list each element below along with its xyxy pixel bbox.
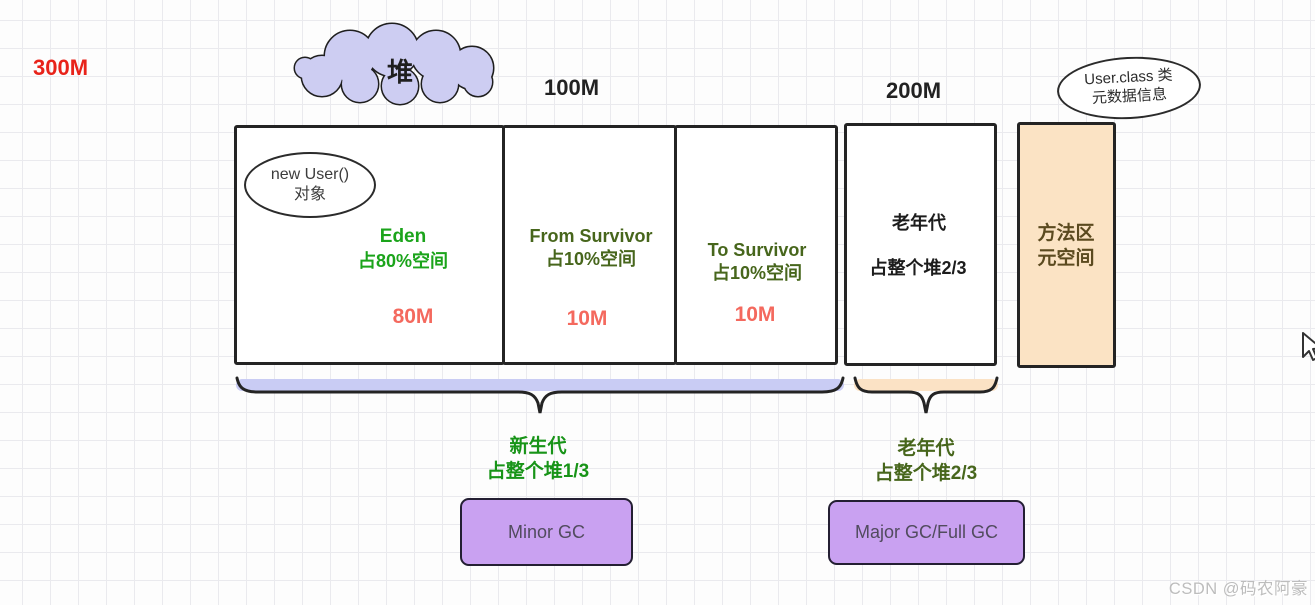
- young-gen-line1: 新生代: [509, 436, 567, 457]
- from-survivor-box: [502, 125, 677, 365]
- from-survivor-label: From Survivor 占10%空间: [529, 225, 652, 272]
- young-gen-brace: [235, 376, 845, 414]
- eden-label: Eden 占80%空间: [358, 225, 448, 273]
- young-gen-size-label: 100M: [544, 75, 600, 100]
- old-gen-brace: [853, 376, 999, 414]
- new-object-line1: new User(): [270, 166, 350, 183]
- new-object-line2: 对象: [293, 186, 326, 203]
- heap-cloud-label: 堆: [386, 57, 414, 87]
- to-survivor-size-label: 10M: [734, 303, 776, 326]
- to-survivor-subtitle: 占10%空间: [711, 263, 803, 284]
- to-survivor-title: To Survivor: [707, 240, 807, 260]
- eden-size-label: 80M: [392, 305, 434, 328]
- eden-subtitle: 占80%空间: [357, 250, 449, 271]
- class-metadata-line2: 元数据信息: [1091, 86, 1168, 107]
- major-gc-node: Major GC/Full GC: [828, 500, 1025, 565]
- method-area-line2: 元空间: [1037, 247, 1095, 269]
- old-gen-box-title: 老年代: [892, 213, 946, 233]
- method-area-label: 方法区 元空间: [1037, 222, 1094, 271]
- young-gen-line2: 占整个堆1/3: [486, 460, 590, 482]
- new-object-ellipse: new User() 对象: [244, 152, 376, 218]
- total-heap-size-label: 300M: [33, 55, 89, 80]
- from-survivor-subtitle: 占10%空间: [545, 249, 637, 270]
- heap-cloud-icon: [293, 22, 495, 106]
- from-survivor-title: From Survivor: [529, 226, 653, 246]
- young-gen-label: 新生代 占整个堆1/3: [487, 435, 589, 484]
- minor-gc-node: Minor GC: [460, 498, 633, 566]
- to-survivor-box: [674, 125, 838, 365]
- eden-title: Eden: [379, 226, 427, 247]
- from-survivor-size-label: 10M: [566, 307, 608, 330]
- old-gen-box-subtitle: 占整个堆2/3: [869, 258, 967, 278]
- method-area-line1: 方法区: [1037, 223, 1095, 244]
- mouse-cursor-icon: [1302, 332, 1315, 361]
- old-gen-size-label: 200M: [886, 78, 942, 103]
- old-gen-box: [844, 123, 997, 366]
- method-area-box: [1017, 122, 1116, 368]
- old-gen-line2: 占整个堆2/3: [874, 462, 978, 484]
- to-survivor-label: To Survivor 占10%空间: [708, 239, 807, 286]
- watermark: CSDN @码农阿豪: [1168, 580, 1308, 598]
- class-metadata-ellipse: User.class 类 元数据信息: [1055, 53, 1203, 123]
- old-gen-label: 老年代 占整个堆2/3: [875, 437, 977, 486]
- old-gen-line1: 老年代: [897, 438, 955, 459]
